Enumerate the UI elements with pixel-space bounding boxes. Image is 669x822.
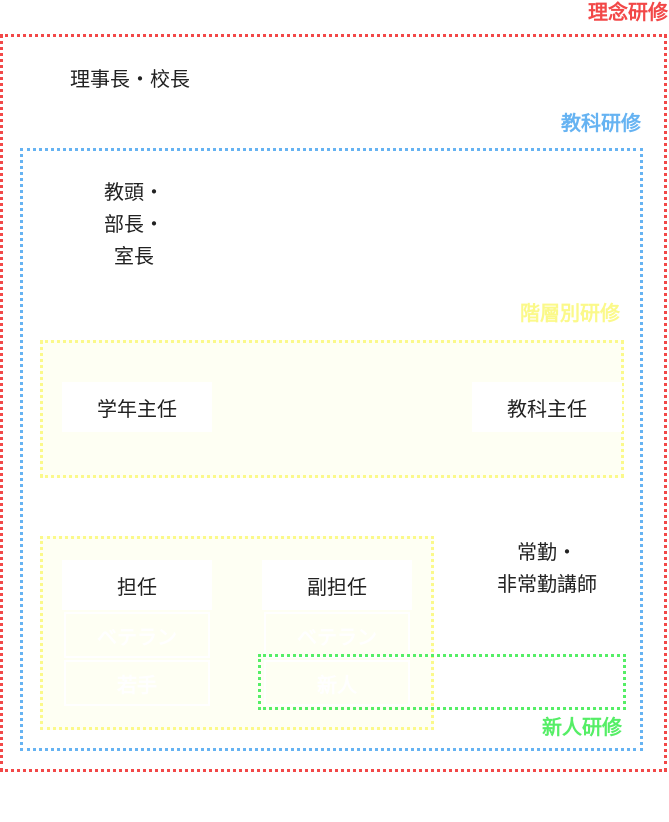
assistant-homeroom-veteran: ベテラン	[264, 612, 410, 658]
homeroom-veteran: ベテラン	[64, 612, 210, 658]
subject-training-label: 教科研修	[561, 111, 641, 135]
homeroom-title: 担任	[62, 560, 212, 610]
assistant-homeroom-newcomer: 新人	[264, 660, 410, 706]
newcomer-training-frame	[258, 654, 626, 710]
philosophy-training-label: 理念研修	[588, 0, 668, 24]
hierarchy-training-label: 階層別研修	[520, 301, 620, 325]
newcomer-training-label: 新人研修	[542, 715, 622, 739]
role-subject-head: 教科主任	[472, 382, 622, 432]
role-department-head: 部長・	[104, 212, 164, 236]
homeroom-card: 担任 ベテラン 若手	[62, 560, 212, 706]
subject-training-frame	[20, 148, 643, 751]
role-vice-principal: 教頭・	[104, 180, 164, 204]
role-grade-head: 学年主任	[62, 382, 212, 432]
assistant-homeroom-title: 副担任	[262, 560, 412, 610]
philosophy-training-frame	[0, 34, 667, 772]
role-lecturer-group: 常勤・ 非常勤講師	[480, 536, 614, 600]
role-full-time: 常勤・	[517, 540, 577, 564]
role-vice-principal-group: 教頭・ 部長・ 室長	[104, 176, 164, 272]
homeroom-young: 若手	[64, 660, 210, 706]
role-office-head: 室長	[114, 244, 154, 268]
role-chairman-principal: 理事長・校長	[70, 67, 190, 91]
role-part-time-lecturer: 非常勤講師	[497, 572, 597, 596]
assistant-homeroom-card: 副担任 ベテラン 新人	[262, 560, 412, 706]
